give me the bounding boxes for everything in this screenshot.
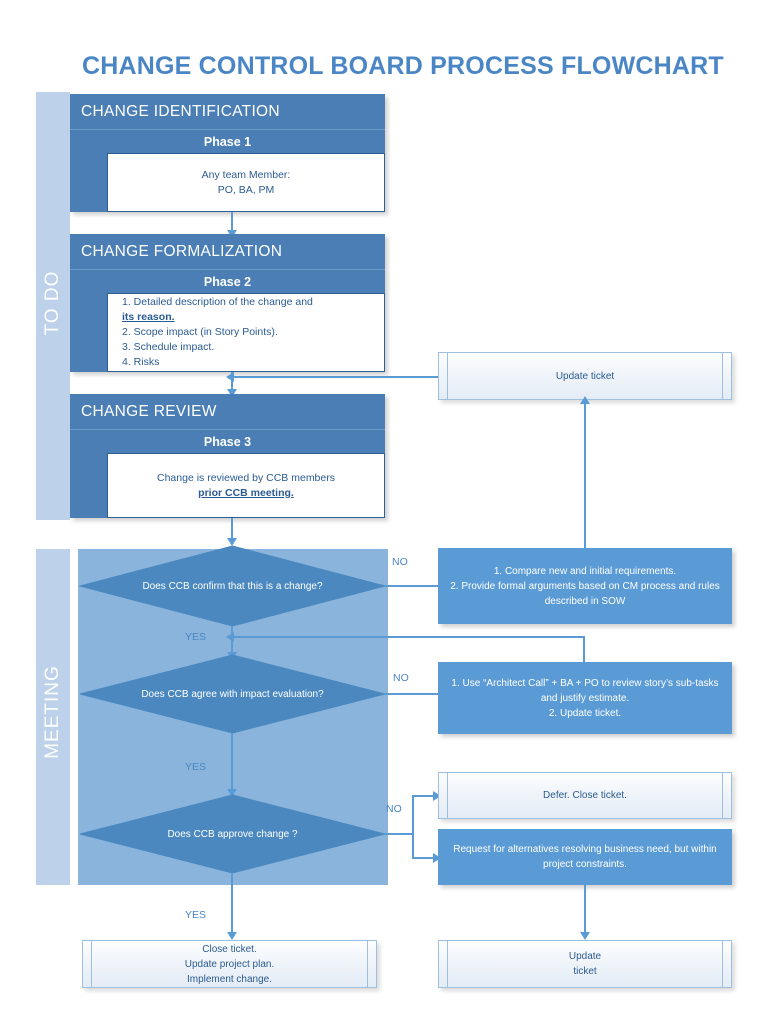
connector-phase1-phase2 xyxy=(231,212,233,234)
decision-approve-change: Does CCB approve change ? xyxy=(79,794,386,874)
decision-confirm-change: Does CCB confirm that this is a change? xyxy=(78,545,387,627)
edge-label-yes-2: YES xyxy=(185,761,207,773)
connector-compare-to-update-ticket xyxy=(584,402,586,548)
phase-2-subheading: Phase 2 xyxy=(70,269,385,294)
phase-3-body: Change is reviewed by CCB members prior … xyxy=(107,453,385,518)
connector-decision3-no-lower xyxy=(412,857,438,859)
phase-2-accent-bar xyxy=(70,293,107,372)
defer-close-ticket-line-1: Defer. Close ticket. xyxy=(543,790,627,801)
update-ticket-top-line-1: Update ticket xyxy=(555,370,615,382)
edge-label-yes-1: YES xyxy=(185,631,207,643)
phase-3-accent-bar xyxy=(70,453,107,518)
phase-2-heading: CHANGE FORMALIZATION xyxy=(70,234,385,269)
connector-decision1-no xyxy=(385,585,446,587)
connector-architect-feedback-v xyxy=(583,636,585,670)
box-compare-requirements: 1. Compare new and initial requirements.… xyxy=(438,548,732,624)
connector-decision2-yes xyxy=(231,733,233,795)
edge-label-yes-3: YES xyxy=(185,909,207,921)
decision-2-shape xyxy=(79,654,386,734)
architect-call-line-2: and justify estimate. xyxy=(540,692,630,704)
architect-call-line-3: 2. Update ticket. xyxy=(548,707,622,719)
arrowhead-phase3 xyxy=(227,389,237,397)
close-ticket-line-1: Close ticket. xyxy=(202,943,257,955)
connector-decision3-no-upper xyxy=(412,795,438,797)
close-ticket-line-2: Update project plan. xyxy=(184,958,275,970)
arrowhead-update-ticket-feedback xyxy=(226,372,234,382)
arrowhead-architect-feedback xyxy=(226,632,234,642)
box-defer-close-ticket: Defer. Close ticket. xyxy=(438,772,732,819)
connector-decision3-no-riser xyxy=(412,795,414,858)
close-ticket-line-3: Implement change. xyxy=(186,973,273,985)
box-request-alternatives: Request for alternatives resolving busin… xyxy=(438,829,732,885)
phase-3-line-1: Change is reviewed by CCB members xyxy=(157,471,335,484)
update-ticket-bottom-line-2: ticket xyxy=(573,966,597,977)
connector-decision3-no xyxy=(385,833,413,835)
box-architect-call: 1. Use “Architect Call” + BA + PO to rev… xyxy=(438,662,732,734)
phase-card-change-review: CHANGE REVIEW Phase 3 Change is reviewed… xyxy=(70,394,385,518)
box-update-ticket-top: Update ticket xyxy=(438,352,732,400)
decision-agree-impact: Does CCB agree with impact evaluation? xyxy=(79,654,386,734)
connector-decision3-yes xyxy=(231,873,233,936)
lane-strip-meeting: MEETING xyxy=(36,549,70,885)
arrowhead-request-alternatives xyxy=(433,853,441,863)
request-alternatives-line-1: Request for alternatives resolving busin… xyxy=(453,844,717,855)
phase-2-line-3: 2. Scope impact (in Story Points). xyxy=(122,326,278,338)
phase-1-line-1: Any team Member: xyxy=(201,168,291,181)
phase-1-heading: CHANGE IDENTIFICATION xyxy=(70,94,385,129)
phase-2-line-5: 4. Risks xyxy=(122,356,160,368)
connector-update-ticket-feedback xyxy=(233,376,438,378)
compare-requirements-line-3: described in SOW xyxy=(544,595,626,607)
lane-strip-todo: TO DO xyxy=(36,92,70,520)
phase-card-change-formalization: CHANGE FORMALIZATION Phase 2 1. Detailed… xyxy=(70,234,385,372)
box-update-ticket-bottom: Update ticket xyxy=(438,940,732,988)
phase-1-subheading: Phase 1 xyxy=(70,129,385,154)
edge-label-no-2: NO xyxy=(393,672,409,684)
lane-label-meeting: MEETING xyxy=(42,665,63,759)
lane-label-todo: TO DO xyxy=(42,270,63,336)
phase-3-line-2: prior CCB meeting. xyxy=(198,486,294,499)
connector-decision2-no xyxy=(385,693,446,695)
connector-phase3-decision1 xyxy=(231,518,233,542)
arrowhead-update-ticket-bottom xyxy=(580,932,590,940)
phase-3-subheading: Phase 3 xyxy=(70,429,385,454)
connector-request-to-update xyxy=(584,885,586,936)
arrowhead-defer xyxy=(433,791,441,801)
arrowhead-decision2-yes xyxy=(227,789,237,797)
page-title: CHANGE CONTROL BOARD PROCESS FLOWCHART xyxy=(82,52,724,80)
arrowhead-decision1 xyxy=(227,538,237,546)
compare-requirements-line-1: 1. Compare new and initial requirements. xyxy=(493,565,677,577)
decision-3-shape xyxy=(79,794,386,874)
arrowhead-close-ticket xyxy=(227,932,237,940)
architect-call-line-1: 1. Use “Architect Call” + BA + PO to rev… xyxy=(451,677,719,689)
phase-card-change-identification: CHANGE IDENTIFICATION Phase 1 Any team M… xyxy=(70,94,385,212)
phase-3-heading: CHANGE REVIEW xyxy=(70,394,385,429)
edge-label-no-1: NO xyxy=(392,556,408,568)
phase-1-accent-bar xyxy=(70,153,107,212)
phase-2-line-2: its reason. xyxy=(122,311,175,323)
request-alternatives-line-2: project constraints. xyxy=(543,859,627,870)
connector-architect-feedback-h xyxy=(233,636,584,638)
update-ticket-bottom-line-1: Update xyxy=(568,951,602,962)
phase-2-body: 1. Detailed description of the change an… xyxy=(107,293,385,372)
edge-label-no-3: NO xyxy=(386,803,402,815)
decision-1-shape xyxy=(78,545,387,627)
compare-requirements-line-2: 2. Provide formal arguments based on CM … xyxy=(450,580,720,592)
arrowhead-compare-to-update-ticket xyxy=(580,396,590,404)
phase-1-body: Any team Member: PO, BA, PM xyxy=(107,153,385,212)
phase-2-line-4: 3. Schedule impact. xyxy=(122,341,215,353)
connector-phase2-phase3 xyxy=(231,372,233,392)
phase-2-line-1: 1. Detailed description of the change an… xyxy=(122,296,313,308)
box-close-ticket-summary: Close ticket. Update project plan. Imple… xyxy=(82,940,377,988)
phase-1-line-2: PO, BA, PM xyxy=(217,183,275,196)
